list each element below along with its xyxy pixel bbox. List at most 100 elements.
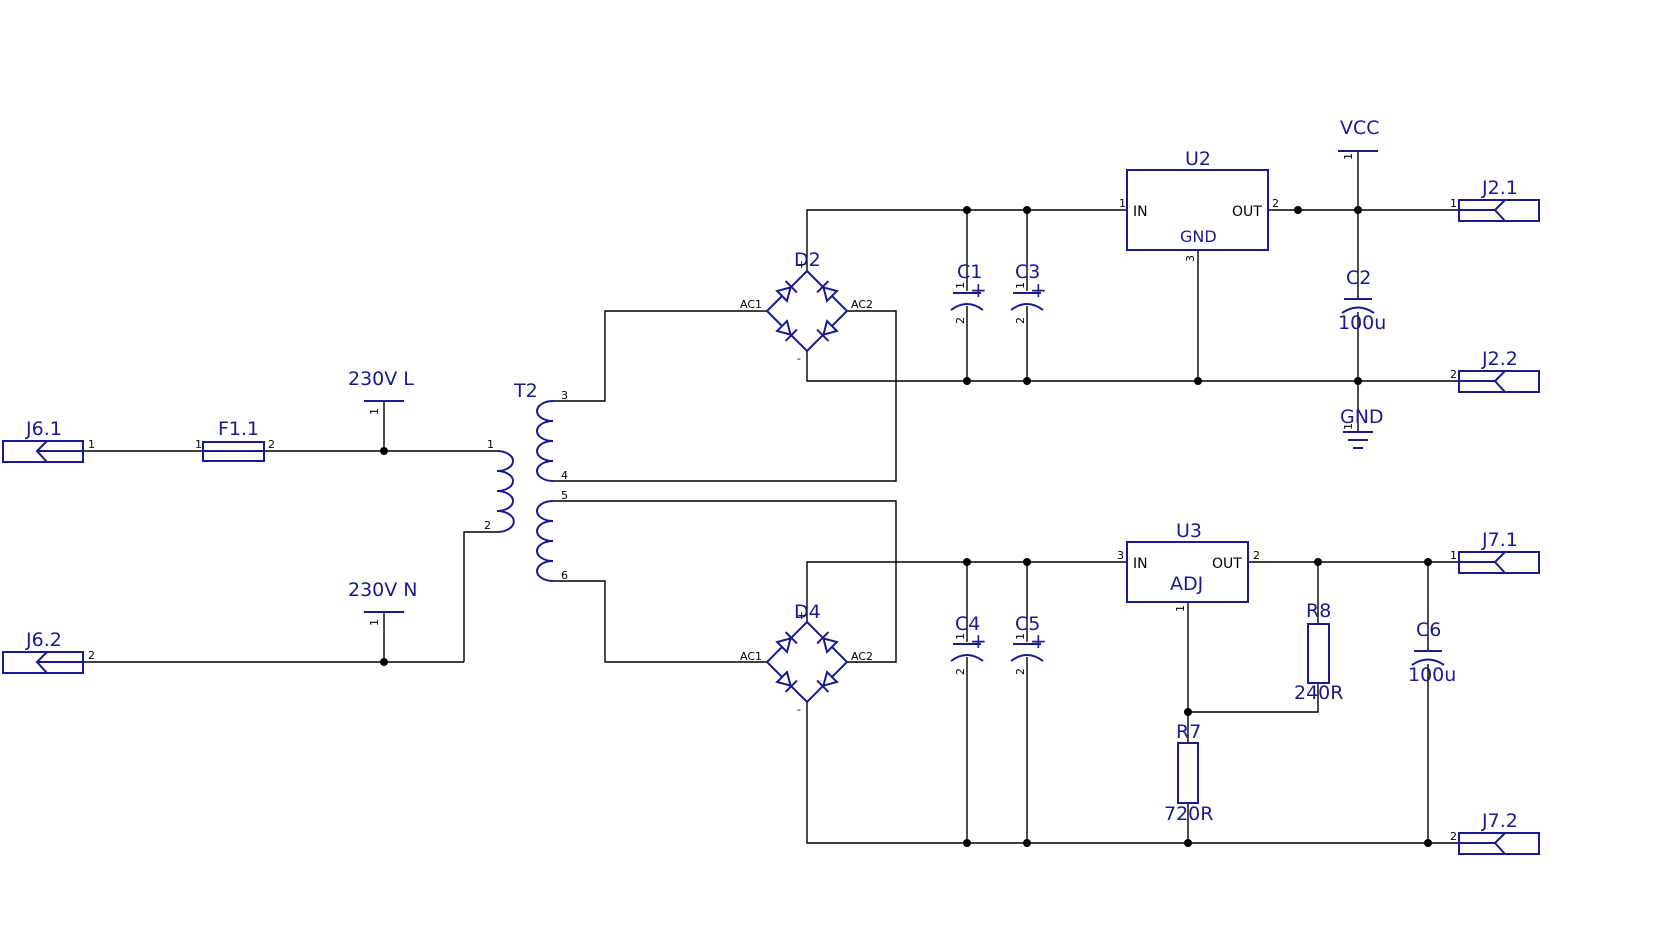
regulator-u3: U3 IN OUT ADJ 3 2 1 <box>1117 520 1260 612</box>
capacitor-c6: C6 100u <box>1408 619 1456 686</box>
bridge-rectifier-d2: D2 AC1 AC2 + - <box>740 249 873 365</box>
svg-text:1: 1 <box>368 619 381 626</box>
svg-text:OUT: OUT <box>1232 204 1262 220</box>
svg-text:3: 3 <box>1117 549 1124 562</box>
junctions <box>380 206 1432 847</box>
j6-2-label: J6.2 <box>25 629 62 651</box>
fuse-label: F1.1 <box>218 418 259 440</box>
r7-label: R7 <box>1176 721 1201 743</box>
svg-text:5: 5 <box>561 489 568 502</box>
svg-text:2: 2 <box>1450 368 1457 381</box>
svg-text:3: 3 <box>1184 255 1197 262</box>
wires <box>84 151 1458 844</box>
svg-text:2: 2 <box>268 438 275 451</box>
svg-text:2: 2 <box>954 668 967 675</box>
c6-label: C6 <box>1416 619 1441 641</box>
svg-text:+: + <box>1030 278 1047 302</box>
regulator-u2: U2 IN OUT GND 1 2 3 <box>1119 148 1279 262</box>
svg-text:1: 1 <box>1014 633 1027 640</box>
svg-text:2: 2 <box>1014 668 1027 675</box>
svg-text:+: + <box>970 629 987 653</box>
c2-label: C2 <box>1346 267 1371 289</box>
r8-value: 240R <box>1294 682 1343 704</box>
svg-text:-: - <box>797 703 801 716</box>
svg-text:2: 2 <box>1272 197 1279 210</box>
connector-j2-2: J2.2 2 <box>1450 348 1540 393</box>
transformer-t2: T2 1 2 3 4 5 6 <box>484 380 568 582</box>
capacitor-c5: C5 + 1 2 <box>1010 613 1047 675</box>
svg-text:2: 2 <box>1014 317 1027 324</box>
c6-value: 100u <box>1408 664 1456 686</box>
j6-1-label: J6.1 <box>25 418 62 440</box>
svg-text:GND: GND <box>1180 227 1217 246</box>
svg-text:IN: IN <box>1133 556 1148 572</box>
svg-text:1: 1 <box>1450 549 1457 562</box>
j2-1-label: J2.1 <box>1481 177 1518 199</box>
u3-label: U3 <box>1176 520 1202 542</box>
svg-text:6: 6 <box>561 569 568 582</box>
resistor-r8: R8 240R <box>1294 600 1343 704</box>
230v-n-label: 230V N <box>348 579 418 601</box>
connector-j6-1: J6.1 1 <box>2 418 95 463</box>
j7-1-label: J7.1 <box>1481 529 1518 551</box>
svg-text:AC1: AC1 <box>740 650 762 663</box>
svg-text:OUT: OUT <box>1212 556 1242 572</box>
svg-text:-: - <box>797 352 801 365</box>
power-port-vcc: VCC 1 <box>1338 117 1380 160</box>
d2-label: D2 <box>794 249 821 271</box>
svg-text:2: 2 <box>954 317 967 324</box>
svg-text:4: 4 <box>561 469 568 482</box>
c5-label: C5 <box>1015 613 1040 635</box>
svg-text:+: + <box>797 258 806 271</box>
svg-text:1: 1 <box>1119 197 1126 210</box>
svg-text:AC2: AC2 <box>851 298 873 311</box>
svg-text:1: 1 <box>1014 282 1027 289</box>
c4-label: C4 <box>955 613 980 635</box>
svg-text:1: 1 <box>1450 197 1457 210</box>
svg-text:1: 1 <box>1174 605 1187 612</box>
connector-j6-2: J6.2 2 <box>2 629 95 674</box>
svg-text:3: 3 <box>561 389 568 402</box>
capacitor-c2: C2 100u <box>1338 267 1386 334</box>
capacitor-c4: C4 + 1 2 <box>950 613 987 675</box>
r7-value: 720R <box>1164 803 1213 825</box>
j7-2-label: J7.2 <box>1481 810 1518 832</box>
c2-value: 100u <box>1338 312 1386 334</box>
svg-text:1: 1 <box>1342 153 1355 160</box>
svg-text:AC1: AC1 <box>740 298 762 311</box>
vcc-label: VCC <box>1340 117 1380 139</box>
svg-text:1: 1 <box>487 438 494 451</box>
d4-label: D4 <box>794 601 821 623</box>
power-port-230v-n: 230V N 1 <box>348 579 418 626</box>
capacitor-c3: C3 + 1 2 <box>1010 261 1047 324</box>
svg-text:2: 2 <box>484 519 491 532</box>
230v-l-label: 230V L <box>348 368 414 390</box>
u2-label: U2 <box>1185 148 1211 170</box>
connector-j2-1: J2.1 1 <box>1450 177 1540 222</box>
svg-text:1: 1 <box>368 408 381 415</box>
connector-j7-1: J7.1 1 <box>1450 529 1540 574</box>
svg-text:IN: IN <box>1133 204 1148 220</box>
bridge-rectifier-d4: D4 AC1 AC2 + - <box>740 601 873 716</box>
svg-text:+: + <box>1030 629 1047 653</box>
svg-text:AC2: AC2 <box>851 650 873 663</box>
svg-text:ADJ: ADJ <box>1170 573 1203 595</box>
c3-label: C3 <box>1015 261 1040 283</box>
svg-text:+: + <box>970 278 987 302</box>
connector-j7-2: J7.2 2 <box>1450 810 1540 855</box>
power-port-230v-l: 230V L 1 <box>348 368 414 415</box>
c1-label: C1 <box>957 261 982 283</box>
transformer-label: T2 <box>513 380 538 402</box>
svg-text:2: 2 <box>1450 830 1457 843</box>
ground-symbol: GND 1 <box>1340 406 1384 449</box>
svg-text:1: 1 <box>954 282 967 289</box>
r8-label: R8 <box>1306 600 1331 622</box>
svg-text:1: 1 <box>954 633 967 640</box>
resistor-r7: R7 720R <box>1164 721 1213 825</box>
gnd-label: GND <box>1340 406 1384 428</box>
j2-2-label: J2.2 <box>1481 348 1518 370</box>
capacitor-c1: C1 + 1 2 <box>950 261 987 324</box>
svg-text:1: 1 <box>88 438 95 451</box>
svg-text:2: 2 <box>88 649 95 662</box>
